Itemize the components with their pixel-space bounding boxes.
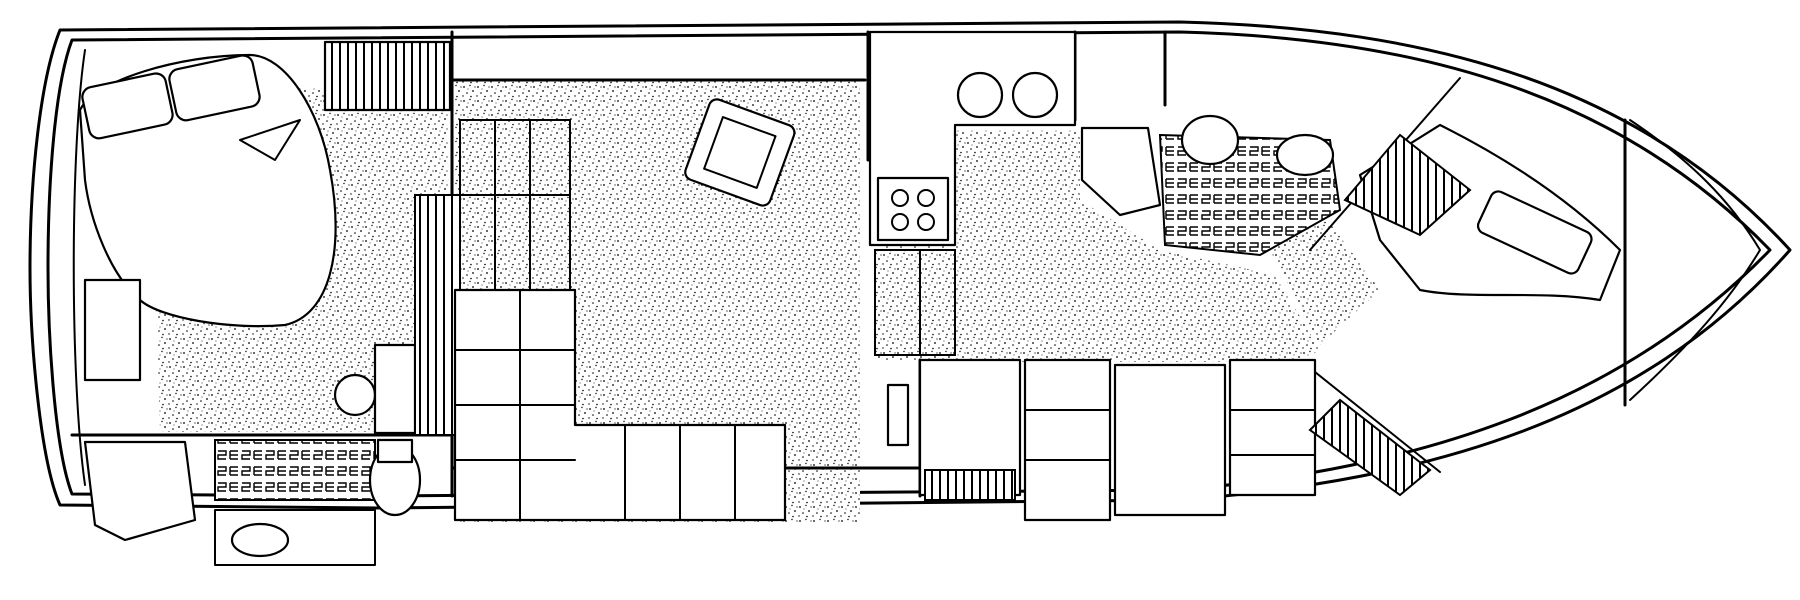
pillow-left bbox=[81, 72, 174, 140]
sink-icon bbox=[230, 522, 290, 558]
salon-chair bbox=[684, 98, 796, 207]
galley bbox=[868, 30, 1077, 356]
armchair-icon bbox=[684, 98, 796, 207]
stove-icon bbox=[876, 176, 950, 242]
dinette-bench-left bbox=[1023, 358, 1112, 522]
chain-locker bbox=[1629, 119, 1761, 401]
sofa-cushions bbox=[454, 289, 736, 521]
forward-toilet-icon bbox=[1180, 114, 1240, 166]
v-berth-pillow bbox=[1476, 190, 1593, 275]
sectional-sofa-icon bbox=[453, 288, 787, 522]
aft-head bbox=[83, 438, 422, 566]
pillow-right bbox=[168, 54, 261, 122]
dinette-table-icon bbox=[1113, 363, 1227, 517]
aft-locker bbox=[323, 40, 452, 112]
aft-settee bbox=[83, 278, 142, 382]
forward-stateroom bbox=[1308, 123, 1622, 497]
salon bbox=[414, 98, 796, 522]
sink-icon-forward bbox=[1275, 133, 1335, 177]
forward-shower-icon bbox=[1080, 126, 1162, 217]
shower-stall-icon bbox=[83, 440, 197, 542]
vanity-stool bbox=[333, 373, 377, 417]
galley-sink-left-icon bbox=[956, 71, 1004, 119]
bow-compartment-icon bbox=[1629, 119, 1761, 401]
vanity bbox=[373, 343, 417, 435]
dinette bbox=[886, 358, 1317, 522]
galley-sink-right-icon bbox=[1011, 71, 1059, 119]
forward-head bbox=[1080, 114, 1342, 257]
dinette-step bbox=[886, 383, 910, 447]
aft-stateroom bbox=[78, 40, 452, 435]
dinette-cushion-lines bbox=[1024, 409, 1316, 461]
dinette-bench-right bbox=[1228, 358, 1317, 497]
